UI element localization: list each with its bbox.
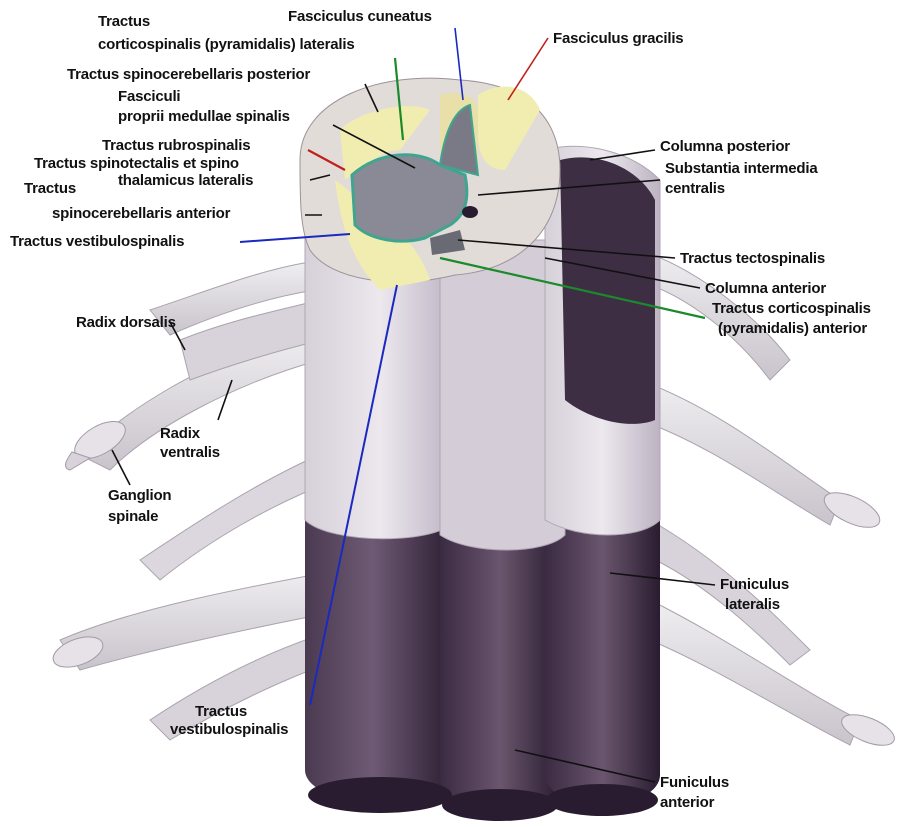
label-funiculus-lateralis-2: lateralis (725, 596, 780, 613)
label-tractus-rubrospinalis: Tractus rubrospinalis (102, 137, 250, 154)
label-tractus-tectospinalis: Tractus tectospinalis (680, 250, 825, 267)
label-fasciculus-cuneatus: Fasciculus cuneatus (288, 8, 432, 25)
label-funiculus-lateralis-1: Funiculus (720, 576, 789, 593)
label-substantia-intermedia-1: Substantia intermedia (665, 160, 818, 177)
label-ganglion-spinale-1: Ganglion (108, 487, 171, 504)
label-tractus-spinocerebellaris-anterior-1: Tractus (24, 180, 76, 197)
label-fasciculus-gracilis: Fasciculus gracilis (553, 30, 683, 47)
left-nerve-roots (49, 262, 345, 740)
label-tractus-spinocerebellaris-posterior: Tractus spinocerebellaris posterior (67, 66, 310, 83)
label-substantia-intermedia-2: centralis (665, 180, 725, 197)
label-radix-ventralis-1: Radix (160, 425, 200, 442)
label-tractus-corticospinalis-lateralis-1: Tractus (98, 13, 150, 30)
label-radix-ventralis-2: ventralis (160, 444, 220, 461)
label-tractus-spinotectalis-2: thalamicus lateralis (118, 172, 253, 189)
label-funiculus-anterior-2: anterior (660, 794, 714, 811)
label-tractus-corticospinalis-anterior-2: (pyramidalis) anterior (718, 320, 867, 337)
label-ganglion-spinale-2: spinale (108, 508, 158, 525)
label-columna-anterior: Columna anterior (705, 280, 826, 297)
label-tractus-vestibulospinalis-top: Tractus vestibulospinalis (10, 233, 184, 250)
label-tractus-corticospinalis-lateralis-2: corticospinalis (pyramidalis) lateralis (98, 36, 354, 53)
label-tractus-spinocerebellaris-anterior-2: spinocerebellaris anterior (52, 205, 230, 222)
label-tractus-spinotectalis-1: Tractus spinotectalis et spino (34, 155, 239, 172)
label-radix-dorsalis: Radix dorsalis (76, 314, 176, 331)
label-tractus-corticospinalis-anterior-1: Tractus corticospinalis (712, 300, 871, 317)
label-tractus-vestibulospinalis-bottom-2: vestibulospinalis (170, 721, 288, 738)
label-funiculus-anterior-1: Funiculus (660, 774, 729, 791)
label-tractus-vestibulospinalis-bottom-1: Tractus (195, 703, 247, 720)
leader-fasciculus-gracilis (508, 38, 548, 100)
label-fasciculi-proprii-2: proprii medullae spinalis (118, 108, 290, 125)
label-columna-posterior: Columna posterior (660, 138, 790, 155)
label-fasciculi-proprii-1: Fasciculi (118, 88, 180, 105)
